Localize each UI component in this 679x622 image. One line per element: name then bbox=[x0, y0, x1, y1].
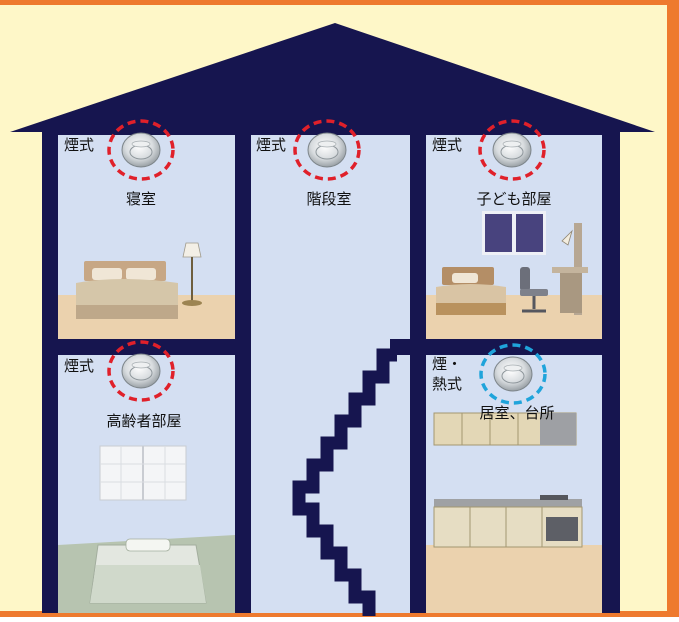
detector-type-living-line1: 煙・ bbox=[432, 355, 463, 373]
detector-type-living-line2: 熱式 bbox=[432, 375, 463, 393]
detector-ring-living bbox=[479, 343, 547, 405]
smoke-detector-icon bbox=[478, 119, 546, 181]
room-label-living-kitchen: 居室、台所 bbox=[479, 404, 555, 422]
detector-ring-stairwell bbox=[293, 119, 361, 181]
detector-type-kids: 煙式 bbox=[432, 136, 463, 154]
kitchen-floor bbox=[426, 545, 602, 613]
staircase bbox=[292, 348, 397, 616]
detector-type-elderly: 煙式 bbox=[64, 357, 95, 375]
detector-ring-elderly bbox=[107, 340, 175, 402]
floor-lamp-icon bbox=[182, 242, 202, 306]
floor-ledge bbox=[390, 339, 426, 355]
window-icon bbox=[482, 211, 546, 255]
detector-type-stairwell: 煙式 bbox=[256, 136, 287, 154]
room-label-bedroom: 寝室 bbox=[125, 190, 157, 208]
desk-icon bbox=[552, 223, 588, 315]
futon-icon bbox=[89, 538, 207, 604]
detector-ring-bedroom bbox=[107, 119, 175, 181]
detector-type-bedroom: 煙式 bbox=[64, 136, 95, 154]
house-diagram bbox=[10, 23, 655, 616]
window-icon bbox=[99, 445, 187, 501]
bed-icon bbox=[436, 267, 506, 315]
detector-ring-kids bbox=[478, 119, 546, 181]
kitchen-counter-icon bbox=[433, 495, 583, 548]
roof bbox=[10, 23, 655, 132]
smoke-detector-icon bbox=[479, 343, 547, 405]
smoke-detector-icon bbox=[107, 119, 175, 181]
room-label-elderly: 高齢者部屋 bbox=[106, 412, 182, 430]
bed-icon bbox=[76, 261, 178, 319]
cabinet-icon bbox=[433, 412, 577, 446]
smoke-detector-icon bbox=[107, 340, 175, 402]
room-label-kids: 子ども部屋 bbox=[476, 190, 552, 208]
room-label-stairwell: 階段室 bbox=[306, 190, 352, 208]
chair-icon bbox=[520, 267, 548, 313]
smoke-detector-icon bbox=[293, 119, 361, 181]
